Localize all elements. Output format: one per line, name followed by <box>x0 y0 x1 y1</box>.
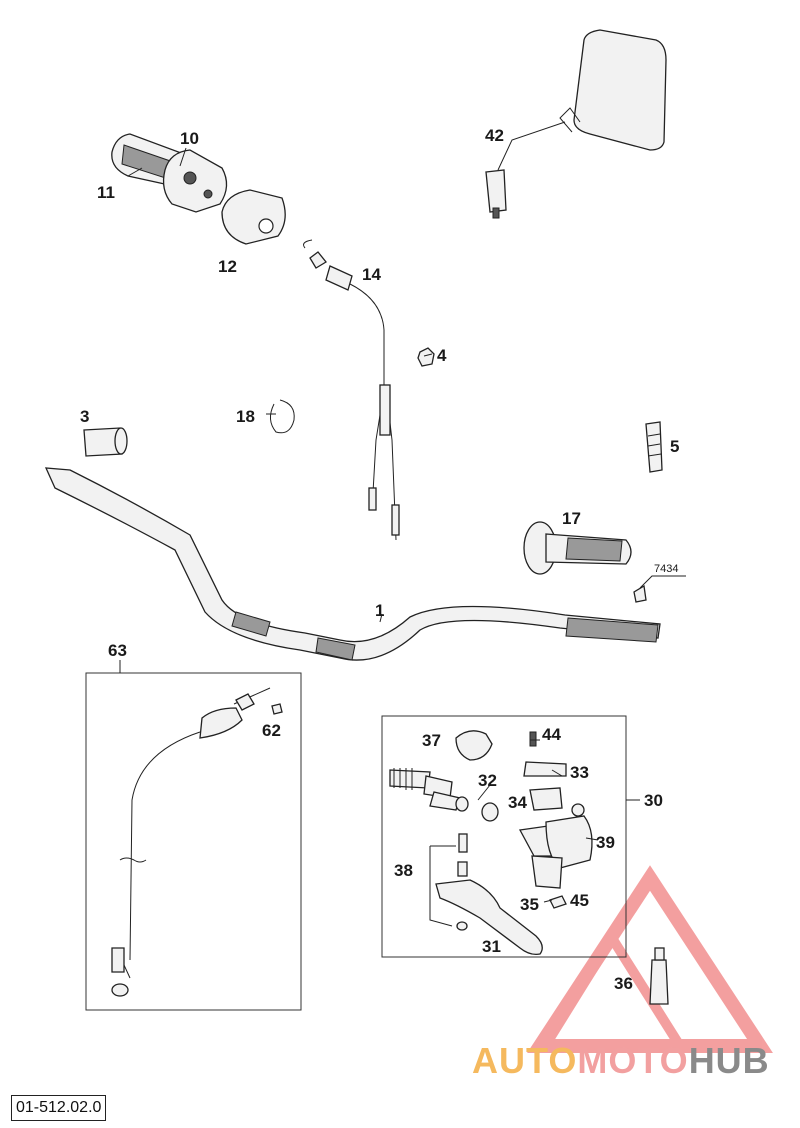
master-cylinder <box>518 803 593 889</box>
callout-62: 62 <box>262 721 281 740</box>
brake-fluid-bottle <box>649 947 669 1005</box>
clamp-ring <box>270 399 295 434</box>
callout-37: 37 <box>422 731 441 750</box>
callout-35: 35 <box>520 895 539 914</box>
nut <box>417 347 435 367</box>
brand-auto: AUTO <box>472 1040 578 1081</box>
throttle-housing <box>162 149 228 213</box>
left-grip <box>523 521 632 575</box>
clutch-cable-box <box>85 672 302 1011</box>
piston-kit <box>389 768 499 822</box>
callout-34: 34 <box>508 793 527 812</box>
callout-12: 12 <box>218 257 237 276</box>
brand-moto: MOTO <box>577 1040 689 1081</box>
clutch-cable <box>111 687 271 997</box>
lever-pivot-bolt <box>429 833 468 931</box>
callout-17: 17 <box>562 509 581 528</box>
watermark-logo <box>527 865 773 1053</box>
sleeve <box>83 427 128 457</box>
callout-31: 31 <box>482 937 501 956</box>
callout-18: 18 <box>236 407 255 426</box>
callout-33: 33 <box>570 763 589 782</box>
callout-7434: 7434 <box>654 563 678 575</box>
callout-44: 44 <box>542 725 561 744</box>
mirror <box>485 29 667 219</box>
throttle-cover <box>221 189 286 245</box>
callout-45: 45 <box>570 891 589 910</box>
brand-hub: HUB <box>688 1040 770 1081</box>
bar-end-plug <box>633 575 686 603</box>
callout-39: 39 <box>596 833 615 852</box>
kill-switch-cable <box>303 239 400 541</box>
callout-14: 14 <box>362 265 381 284</box>
cable-nut <box>271 703 283 715</box>
callout-30: 30 <box>644 791 663 810</box>
clutch-assembly-box <box>381 715 627 958</box>
callout-11: 11 <box>97 183 115 202</box>
adjuster-screw <box>549 895 567 909</box>
watermark-brand: AUTOMOTOHUB <box>472 1040 770 1082</box>
reservoir-cap <box>455 730 493 761</box>
clutch-lever <box>435 879 543 956</box>
callout-63: 63 <box>108 641 127 660</box>
callout-5: 5 <box>670 437 679 456</box>
callout-4: 4 <box>437 346 447 365</box>
handlebar <box>44 467 661 661</box>
leader-lines <box>119 147 599 903</box>
callout-36: 36 <box>614 974 633 993</box>
document-code: 01-512.02.0 <box>11 1095 107 1121</box>
callout-42: 42 <box>485 126 504 145</box>
callout-38: 38 <box>394 861 413 880</box>
screw <box>645 421 663 473</box>
callout-3: 3 <box>80 407 89 426</box>
callout-10: 10 <box>180 129 199 148</box>
lid-gasket <box>529 787 563 811</box>
callout-1: 1 <box>375 601 384 620</box>
callout-32: 32 <box>478 771 497 790</box>
